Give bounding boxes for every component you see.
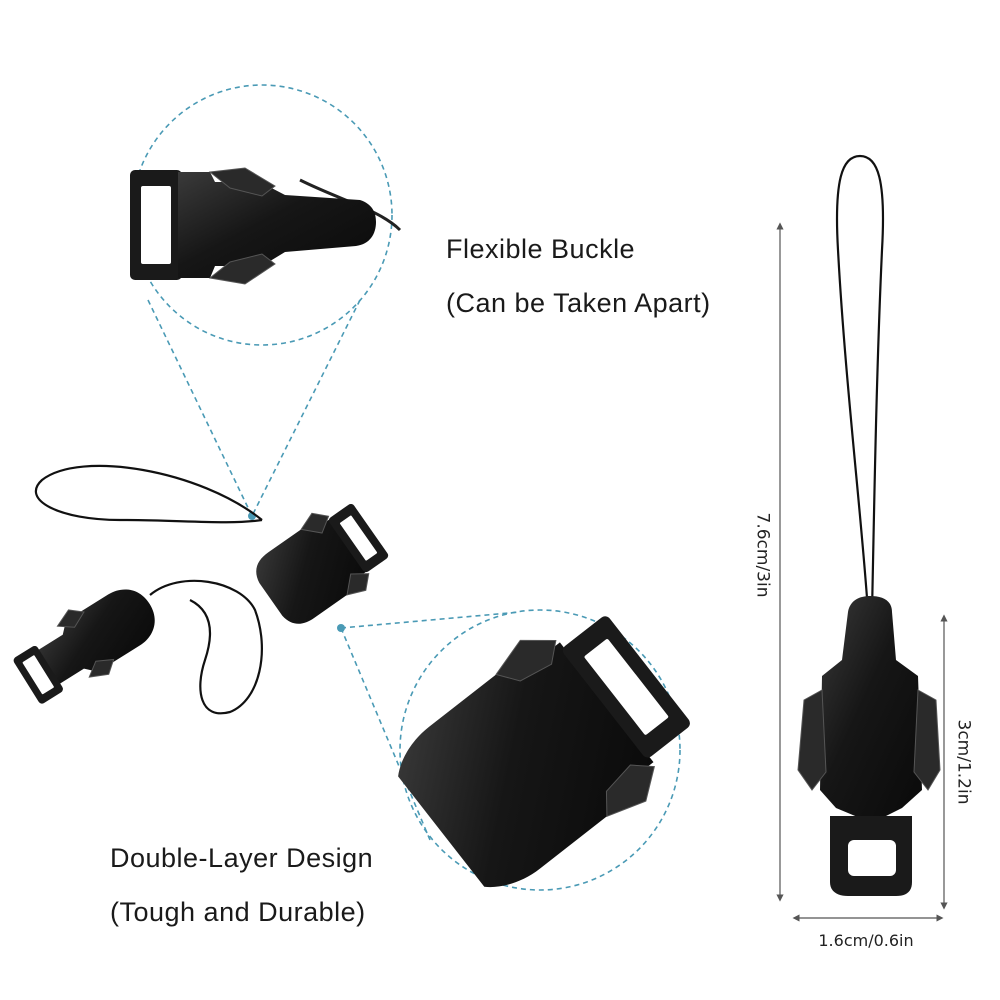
zoom-line-top-right (251, 299, 361, 517)
product-dimension-view (776, 154, 948, 922)
upright-buckle (797, 596, 941, 896)
zoom-callout-top (130, 84, 402, 520)
zoom-line-bottom-top (340, 611, 521, 629)
callout-bottom-subtitle: (Tough and Durable) (110, 897, 366, 927)
zoom-circle-bottom (399, 609, 681, 891)
magnified-buckle-bottom (398, 616, 690, 888)
buckle-center-right (256, 503, 389, 624)
cord-loop-lower (149, 579, 263, 715)
buckle-pair (13, 464, 389, 715)
callout-bottom-title: Double-Layer Design (110, 843, 374, 873)
magnified-buckle-top (130, 167, 402, 285)
callout-top-subtitle: (Can be Taken Apart) (446, 288, 711, 318)
dimension-height-label: 3cm/1.2in (953, 719, 974, 805)
zoom-line-bottom-low (340, 627, 431, 841)
zoom-line-top-left (147, 299, 253, 517)
callout-top-title: Flexible Buckle (446, 234, 636, 264)
dimension-length-label: 7.6cm/3in (752, 512, 773, 598)
buckle-center-left (13, 589, 155, 704)
zoom-callout-bottom (337, 609, 690, 891)
zoom-anchor-bottom (337, 624, 345, 632)
dimension-width-label: 1.6cm/0.6in (818, 931, 914, 950)
cord-loop-upper (34, 464, 263, 524)
long-cord-loop (835, 154, 885, 613)
